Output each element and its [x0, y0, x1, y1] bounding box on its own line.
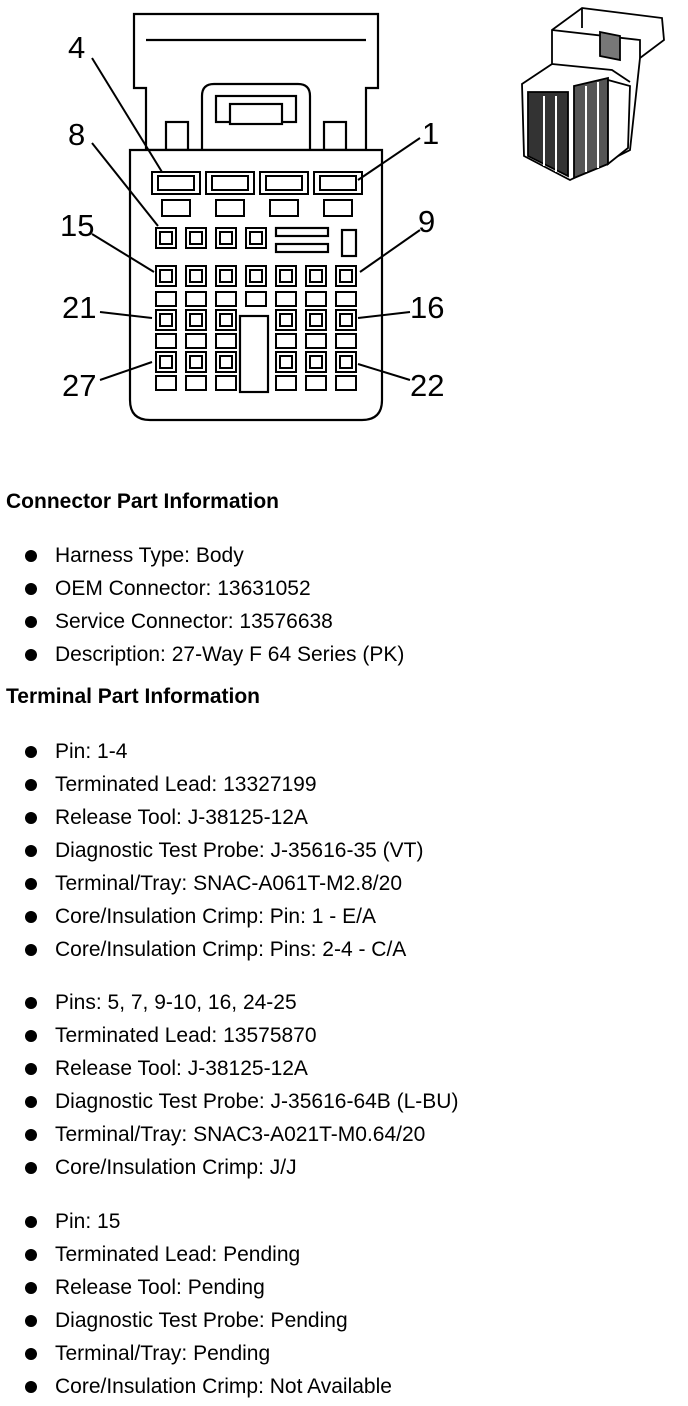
blank-cavity [215, 375, 237, 391]
list-item: Release Tool: Pending [0, 1275, 392, 1301]
terminal-cavity-inner [279, 269, 293, 283]
list-item: Terminal/Tray: Pending [0, 1341, 392, 1367]
list-item: Diagnostic Test Probe: J-35616-64B (L-BU… [0, 1089, 458, 1115]
terminal-cavity-inner [279, 313, 293, 327]
terminal-cavity-inner [159, 269, 173, 283]
list-item: Release Tool: J-38125-12A [0, 805, 423, 831]
list-item: Release Tool: J-38125-12A [0, 1056, 458, 1082]
pin-label-16: 16 [410, 290, 444, 325]
connector-diagram: 4 8 15 21 27 1 9 16 22 [60, 7, 665, 422]
large-terminal-inner [265, 175, 303, 191]
list-item: Terminal/Tray: SNAC3-A021T-M0.64/20 [0, 1122, 458, 1148]
large-terminal-lock [323, 199, 353, 217]
list-item: Harness Type: Body [0, 543, 404, 569]
list-item: Service Connector: 13576638 [0, 609, 404, 635]
terminal-cavity-inner [189, 313, 203, 327]
list-item: Diagnostic Test Probe: J-35616-35 (VT) [0, 838, 423, 864]
list-item: Core/Insulation Crimp: Pin: 1 - E/A [0, 904, 423, 930]
terminal-group-2: Pins: 5, 7, 9-10, 16, 24-25 Terminated L… [0, 990, 458, 1181]
list-item: Core/Insulation Crimp: J/J [0, 1155, 458, 1181]
connector-info-list: Harness Type: Body OEM Connector: 136310… [0, 543, 404, 668]
terminal-cavity-inner [189, 269, 203, 283]
blank-cavity [335, 375, 357, 391]
list-item: Terminal/Tray: SNAC-A061T-M2.8/20 [0, 871, 423, 897]
terminal-cavity-inner [249, 269, 263, 283]
blank-cavity [305, 291, 327, 307]
terminal-info-heading: Terminal Part Information [6, 685, 260, 708]
terminal-cavity-inner [339, 313, 353, 327]
pin-label-21: 21 [62, 290, 96, 325]
list-item: Core/Insulation Crimp: Pins: 2-4 - C/A [0, 937, 423, 963]
pin-label-4: 4 [68, 30, 85, 65]
pin-label-22: 22 [410, 368, 444, 403]
blank-cavity [155, 333, 177, 349]
list-item: Description: 27-Way F 64 Series (PK) [0, 642, 404, 668]
list-item: Pin: 15 [0, 1209, 392, 1235]
blank-cavity [215, 291, 237, 307]
list-item: Terminated Lead: Pending [0, 1242, 392, 1268]
pin-leader-lines [91, 57, 421, 381]
large-terminal-inner [157, 175, 195, 191]
terminal-cavity-inner [339, 269, 353, 283]
terminal-cavity-inner [189, 231, 203, 245]
large-terminal-lock [269, 199, 299, 217]
list-item: Terminated Lead: 13327199 [0, 772, 423, 798]
blank-cavity [155, 291, 177, 307]
pin-label-27: 27 [62, 368, 96, 403]
terminal-cavity-inner [219, 269, 233, 283]
list-item: Terminated Lead: 13575870 [0, 1023, 458, 1049]
large-terminal-inner [319, 175, 357, 191]
pin-label-8: 8 [68, 117, 85, 152]
list-item: Core/Insulation Crimp: Not Available [0, 1374, 392, 1400]
terminal-cavity-inner [249, 231, 263, 245]
blank-cavity [215, 333, 237, 349]
terminal-cavity-inner [309, 269, 323, 283]
terminal-group-1: Pin: 1-4 Terminated Lead: 13327199 Relea… [0, 739, 423, 963]
blank-cavity [155, 375, 177, 391]
pin-label-15: 15 [60, 208, 94, 243]
list-item: Pins: 5, 7, 9-10, 16, 24-25 [0, 990, 458, 1016]
terminal-cavity-inner [339, 355, 353, 369]
terminal-cavity-inner [279, 355, 293, 369]
connector-info-heading: Connector Part Information [6, 490, 280, 513]
list-item: OEM Connector: 13631052 [0, 576, 404, 602]
large-terminal-lock [215, 199, 245, 217]
pin-labels: 4 8 15 21 27 1 9 16 22 [60, 30, 444, 403]
terminal-cavity-inner [189, 355, 203, 369]
terminal-cavity-inner [159, 231, 173, 245]
terminal-cavities [151, 171, 363, 391]
blank-cavity [335, 333, 357, 349]
terminal-group-3: Pin: 15 Terminated Lead: Pending Release… [0, 1209, 392, 1400]
terminal-cavity-inner [219, 313, 233, 327]
terminal-cavity-inner [159, 355, 173, 369]
terminal-cavity-inner [219, 231, 233, 245]
blank-cavity [275, 291, 297, 307]
blank-cavity [275, 375, 297, 391]
blank-cavity [245, 291, 267, 307]
blank-cavity [335, 291, 357, 307]
terminal-cavity-inner [219, 355, 233, 369]
blank-cavity [185, 333, 207, 349]
blank-cavity [185, 375, 207, 391]
pin-label-9: 9 [418, 204, 435, 239]
large-terminal-inner [211, 175, 249, 191]
blank-cavity [275, 333, 297, 349]
blank-cavity [305, 333, 327, 349]
large-terminal-lock [161, 199, 191, 217]
pin-label-1: 1 [422, 116, 439, 151]
list-item: Pin: 1-4 [0, 739, 423, 765]
blank-cavity [305, 375, 327, 391]
blank-cavity [185, 291, 207, 307]
list-item: Diagnostic Test Probe: Pending [0, 1308, 392, 1334]
connector-isometric-view [521, 7, 665, 182]
terminal-cavity-inner [159, 313, 173, 327]
terminal-cavity-inner [309, 313, 323, 327]
terminal-cavity-inner [309, 355, 323, 369]
